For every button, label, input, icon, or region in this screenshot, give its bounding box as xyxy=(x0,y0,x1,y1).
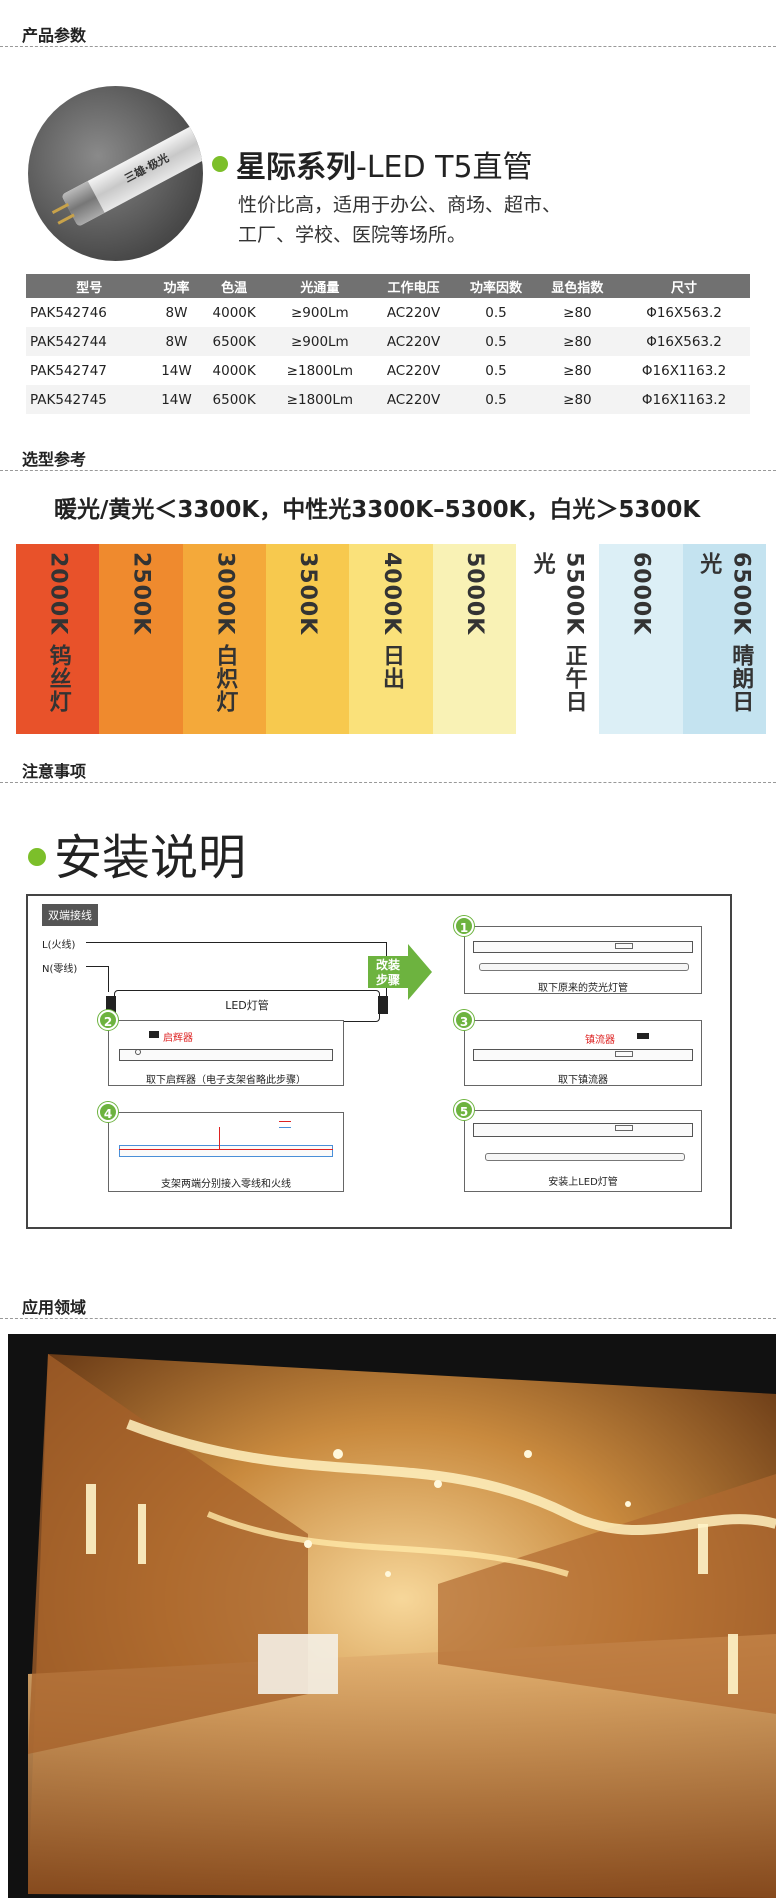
table-cell: Φ16X563.2 xyxy=(618,327,750,356)
color-swatch: 6000K xyxy=(599,544,683,734)
table-cell: 4000K xyxy=(212,362,256,379)
color-swatch: 5000K xyxy=(432,544,516,734)
table-cell: AC220V xyxy=(371,327,456,356)
spec-header-cell: 功率 xyxy=(152,274,201,298)
swatch-label: 3000K 白炽灯 xyxy=(212,552,238,713)
step-4-badge: 4 xyxy=(98,1102,118,1122)
table-cell: 14W xyxy=(161,362,192,379)
step-4-box: 支架两端分别接入零线和火线 xyxy=(108,1112,344,1192)
table-cell: 0.5 xyxy=(455,327,537,356)
tube-image: 三雄·极光 xyxy=(51,101,203,227)
divider xyxy=(0,1318,776,1319)
table-cell: PAK542745 xyxy=(26,385,153,414)
spec-header-cell: 型号 xyxy=(26,274,153,298)
product-image: 三雄·极光 xyxy=(28,86,203,261)
green-bullet-icon xyxy=(28,848,46,866)
table-cell: 6500K xyxy=(200,327,268,356)
neutral-label: N(零线) xyxy=(42,964,78,975)
product-description: 性价比高，适用于办公、商场、超市、 工厂、学校、医院等场所。 xyxy=(238,194,562,246)
color-swatch: 2000K 钨丝灯 xyxy=(16,544,100,734)
table-row: PAK542747 14W 4000K ≥1800Lm AC220V 0.5 ≥80 Φ16X… xyxy=(26,356,750,385)
spec-header-cell: 光通量 xyxy=(267,274,372,298)
table-cell: 0.5 xyxy=(485,304,507,321)
table-cell: ≥1800Lm xyxy=(267,385,372,414)
table-cell: PAK542747 xyxy=(30,362,107,379)
spec-header-cell: 功率因数 xyxy=(455,274,537,298)
color-swatch: 5500K 正午日光 xyxy=(515,544,600,734)
spec-header-cell: 尺寸 xyxy=(618,274,750,298)
table-cell: ≥80 xyxy=(563,304,592,321)
table-cell: 8W xyxy=(165,304,188,321)
table-cell: ≥80 xyxy=(536,327,619,356)
table-cell: 8W xyxy=(152,327,201,356)
color-swatch: 6500K 晴朗日光 xyxy=(682,544,766,734)
arrow-icon xyxy=(368,944,432,1000)
step-1-box: 取下原来的荧光灯管 xyxy=(464,926,702,994)
swatch-label: 2000K 钨丝灯 xyxy=(45,552,71,713)
step-2-box: 启辉器 取下启辉器（电子支架省略此步骤） xyxy=(108,1020,344,1086)
green-bullet-icon xyxy=(212,156,228,172)
table-cell: AC220V xyxy=(386,304,441,321)
swatch-label: 6500K 晴朗日光 xyxy=(696,552,754,713)
table-cell: 4000K xyxy=(212,304,256,321)
swatch-label: 2500K xyxy=(128,552,154,636)
product-title: 星际系列-LED T5直管 xyxy=(236,150,533,185)
table-row: PAK542746 8W 4000K ≥900Lm AC220V 0.5 ≥80 Φ16X56… xyxy=(26,298,750,327)
change-steps-label: 改装 步骤 xyxy=(376,958,401,987)
table-cell: Φ16X563.2 xyxy=(646,304,722,321)
spec-header-cell: 显色指数 xyxy=(536,274,619,298)
table-cell: 14W xyxy=(152,385,201,414)
table-cell: ≥900Lm xyxy=(267,327,372,356)
step-5-badge: 5 xyxy=(454,1100,474,1120)
color-swatch: 4000K 日出 xyxy=(349,544,433,734)
table-cell: Φ16X1163.2 xyxy=(641,362,727,379)
table-cell: ≥900Lm xyxy=(290,304,349,321)
table-cell: ≥80 xyxy=(536,385,619,414)
install-diagram: 双端接线 L(火线) N(零线) LED灯管 改装 步骤 取下原来的荧光灯管 1… xyxy=(26,894,732,1229)
swatch-label: 5000K xyxy=(461,552,487,636)
color-swatch: 3000K 白炽灯 xyxy=(182,544,266,734)
table-cell: AC220V xyxy=(371,385,456,414)
tube-brand: 三雄·极光 xyxy=(122,151,172,186)
application-photo xyxy=(8,1334,776,1898)
led-tube-box: LED灯管 xyxy=(114,990,380,1022)
table-cell: Φ16X1163.2 xyxy=(618,385,750,414)
spec-header-cell: 工作电压 xyxy=(371,274,456,298)
table-cell: 0.5 xyxy=(485,362,507,379)
table-cell: ≥80 xyxy=(563,362,592,379)
step-3-box: 镇流器 取下镇流器 xyxy=(464,1020,702,1086)
swatch-label: 6000K xyxy=(628,552,654,636)
divider xyxy=(0,782,776,783)
spec-header-cell: 色温 xyxy=(200,274,268,298)
section-title-selection: 选型参考 xyxy=(22,450,87,469)
table-cell: PAK542744 xyxy=(26,327,153,356)
divider xyxy=(0,470,776,471)
install-title: 安装说明 xyxy=(54,830,247,886)
divider xyxy=(0,46,776,47)
step-1-badge: 1 xyxy=(454,916,474,936)
color-temp-swatches: 2000K 钨丝灯 2500K 3000K 白炽灯 3500K 4000K 日出 5000… xyxy=(16,544,766,734)
table-cell: 0.5 xyxy=(455,385,537,414)
live-label: L(火线) xyxy=(42,940,76,951)
table-cell: 6500K xyxy=(200,385,268,414)
color-temp-summary: 暖光/黄光＜3300K，中性光3300K–5300K，白光＞5300K xyxy=(54,497,701,523)
swatch-label: 4000K 日出 xyxy=(378,552,404,690)
section-title-params: 产品参数 xyxy=(22,26,87,45)
table-cell: ≥1800Lm xyxy=(286,362,354,379)
color-swatch: 3500K xyxy=(265,544,350,734)
step-3-badge: 3 xyxy=(454,1010,474,1030)
spec-table: 型号功率色温光通量工作电压功率因数显色指数尺寸 PAK542746 8W 4000K… xyxy=(26,274,750,414)
step-5-box: 安装上LED灯管 xyxy=(464,1110,702,1192)
step-2-badge: 2 xyxy=(98,1010,118,1030)
color-swatch: 2500K xyxy=(99,544,183,734)
section-title-notes: 注意事项 xyxy=(22,762,87,781)
section-title-application: 应用领域 xyxy=(22,1298,87,1317)
table-cell: AC220V xyxy=(386,362,441,379)
swatch-label: 5500K 正午日光 xyxy=(529,552,587,713)
swatch-label: 3500K xyxy=(295,552,321,636)
wiring-tag: 双端接线 xyxy=(42,904,98,926)
table-cell: PAK542746 xyxy=(30,304,107,321)
